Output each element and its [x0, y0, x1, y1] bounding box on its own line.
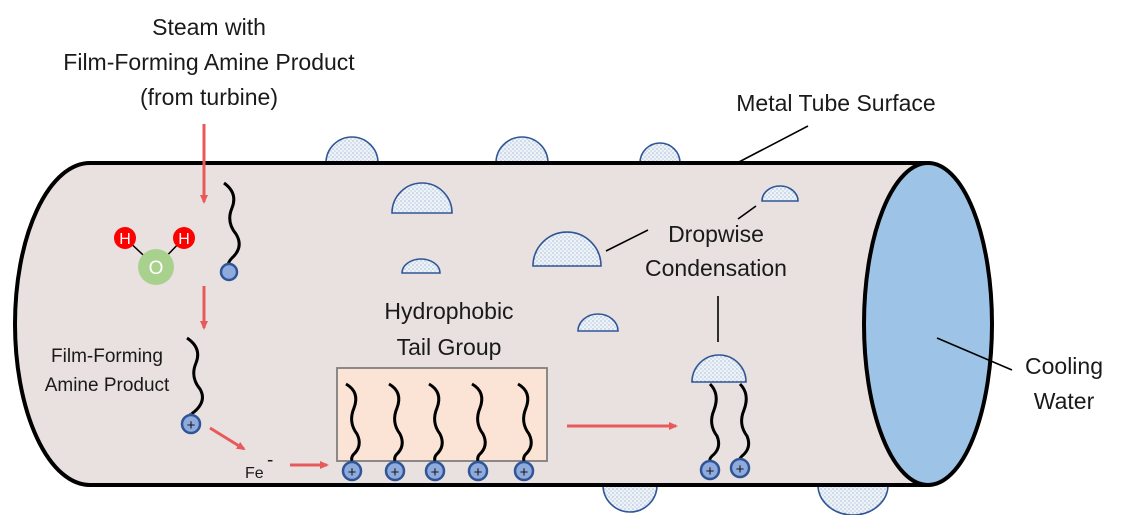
adsorbed-amine: + — [424, 382, 446, 482]
droplet — [761, 185, 799, 202]
metal-surface-leader — [736, 125, 809, 164]
droplet — [401, 258, 441, 274]
interior-droplets — [391, 182, 799, 383]
leader-lines — [605, 125, 1013, 371]
plus-symbol: + — [348, 464, 357, 481]
plus-symbol: + — [706, 463, 715, 480]
ffa-label-line1: Film-Forming — [51, 346, 163, 367]
process-arrows — [200, 124, 678, 469]
cooling-label-line2: Water — [1034, 388, 1095, 414]
cooling-label-line1: Cooling — [1025, 353, 1103, 379]
amine-molecule-neutral — [219, 181, 241, 282]
hydrogen-atom-right — [173, 227, 195, 249]
head-group — [219, 262, 239, 282]
adsorbed-amine: + — [513, 382, 535, 482]
droplet — [495, 136, 549, 164]
droplet-amine: + — [729, 382, 751, 479]
outer-bottom-droplets — [602, 484, 889, 516]
droplet — [602, 484, 658, 513]
oxygen-symbol: O — [149, 258, 164, 279]
hydrogen-symbol-left: H — [119, 231, 131, 248]
fe-ion-label: Fe — [245, 465, 264, 482]
water-molecule: O H H — [114, 227, 195, 285]
ffa-label-line2: Amine Product — [45, 375, 170, 396]
metal-surface-label: Metal Tube Surface — [736, 90, 935, 116]
oxygen-atom — [138, 249, 174, 285]
adsorbed-amines: + + + + + — [341, 382, 535, 482]
steam-label-line3: (from turbine) — [140, 84, 278, 110]
droplet — [577, 313, 619, 332]
plus-symbol: + — [187, 417, 196, 434]
cooling-water-end — [862, 161, 994, 487]
plus-symbol: + — [736, 461, 745, 478]
metal-tube — [13, 161, 930, 487]
amine-molecule-charged: + — [180, 336, 204, 435]
arrow-to-fe — [209, 426, 246, 451]
hydrogen-atom-left — [114, 227, 136, 249]
droplet — [639, 142, 681, 164]
fe-charge-label: - — [267, 450, 273, 471]
droplet — [532, 231, 602, 267]
adsorbed-amine: + — [467, 382, 489, 482]
plus-symbol: + — [474, 464, 483, 481]
outer-top-droplets — [325, 136, 681, 164]
dropwise-label-line1: Dropwise — [668, 221, 764, 247]
adsorbed-amine: + — [384, 382, 406, 482]
charged-head-group — [180, 413, 202, 435]
droplet — [691, 354, 747, 383]
dropwise-leader-left — [605, 229, 649, 252]
hydrogen-symbol-right: H — [178, 231, 190, 248]
labels: Steam with Film-Forming Amine Product (f… — [45, 14, 1103, 482]
hydrophobic-label-line2: Tail Group — [397, 334, 502, 360]
droplet-amines: + + — [699, 382, 751, 481]
dropwise-leader-right — [737, 205, 757, 220]
plus-symbol: + — [431, 464, 440, 481]
steam-label-line1: Steam with — [152, 14, 266, 40]
dropwise-label-line2: Condensation — [645, 255, 787, 281]
droplet — [325, 136, 379, 164]
plus-symbol: + — [520, 464, 529, 481]
hydrophobic-label-line1: Hydrophobic — [384, 298, 513, 324]
cooling-water-leader — [936, 337, 1013, 371]
droplet-amine: + — [699, 382, 721, 481]
steam-label-line2: Film-Forming Amine Product — [63, 49, 355, 75]
droplet — [391, 182, 453, 214]
plus-symbol: + — [391, 464, 400, 481]
adsorbed-amine: + — [341, 382, 363, 482]
droplet — [817, 484, 889, 516]
